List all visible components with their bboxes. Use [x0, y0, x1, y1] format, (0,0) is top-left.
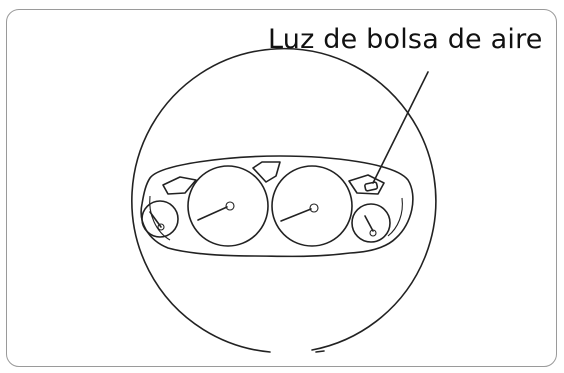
left-small-gauge-needle: [149, 211, 162, 228]
tachometer-hub: [309, 203, 319, 213]
magnifier-circle-fragment: [315, 350, 325, 353]
tachometer-needle: [280, 208, 312, 222]
left-small-gauge: [141, 200, 179, 238]
magnifier-circle: [131, 47, 437, 353]
right-warning-window: [348, 174, 385, 195]
diagram-frame: [6, 9, 557, 367]
left-warning-window: [162, 176, 197, 195]
callout-leader-line: [372, 71, 429, 184]
airbag-warning-light: [364, 181, 379, 192]
cluster-inner-rim-right: [387, 197, 403, 237]
right-small-gauge: [351, 203, 391, 243]
right-small-gauge-needle: [364, 215, 374, 232]
cluster-inner-rim: [149, 195, 171, 241]
tachometer-dial: [271, 165, 353, 247]
speedometer-needle: [197, 206, 228, 221]
speedometer-dial: [187, 165, 269, 247]
speedometer-hub: [225, 201, 235, 211]
center-warning-window: [252, 161, 281, 183]
airbag-light-label: Luz de bolsa de aire: [268, 24, 543, 55]
left-small-gauge-hub: [157, 223, 165, 231]
